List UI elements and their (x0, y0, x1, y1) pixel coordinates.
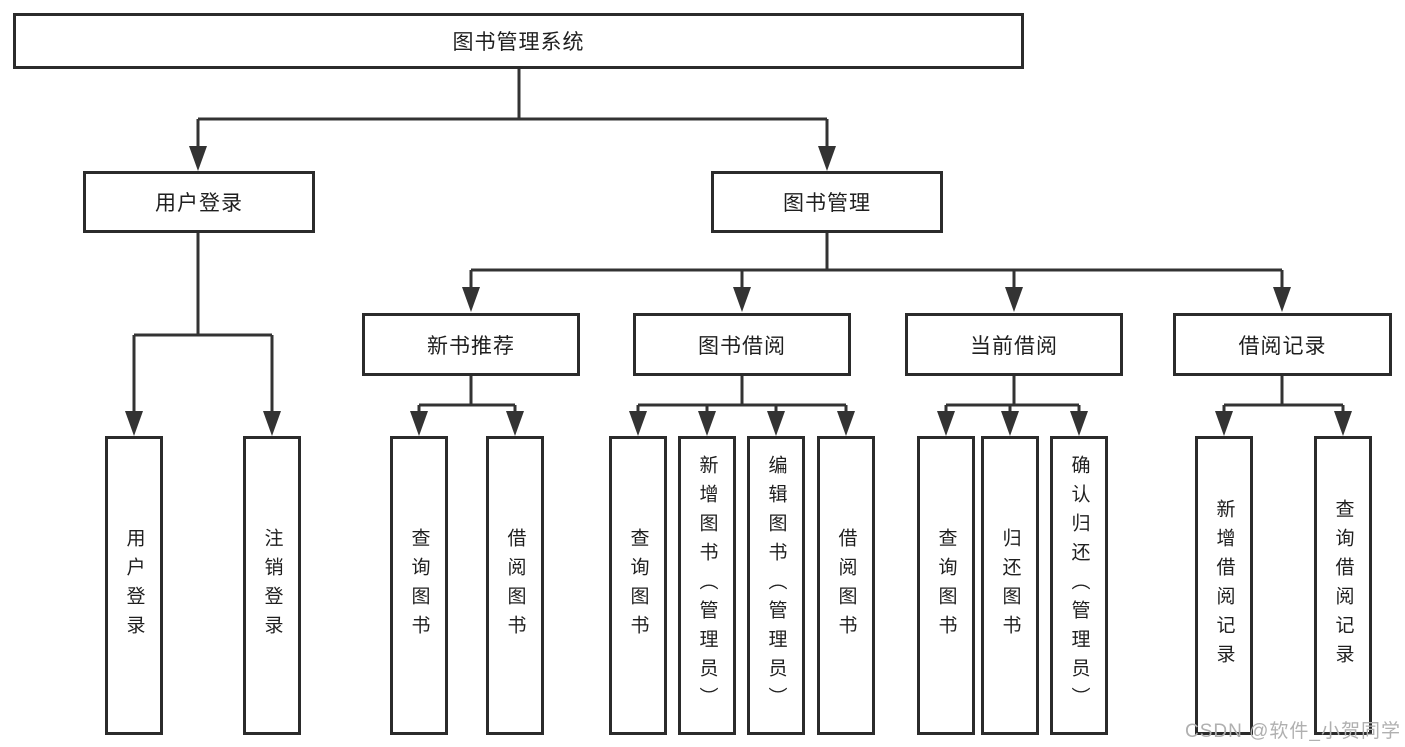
node-book-management: 图书管理 (711, 171, 943, 233)
leaf-add-books-admin: 新增图书（管理员） (678, 436, 736, 735)
leaf-label: 用户登录 (123, 527, 145, 644)
leaf-label: 查询图书 (408, 527, 430, 644)
leaf-user-login: 用户登录 (105, 436, 163, 735)
leaf-label: 借阅图书 (835, 527, 857, 644)
node-label: 新书推荐 (427, 334, 515, 358)
leaf-label: 新增借阅记录 (1213, 498, 1235, 673)
leaf-borrow-books-borrowing: 借阅图书 (817, 436, 875, 735)
node-label: 图书管理系统 (452, 31, 585, 54)
leaf-label: 确认归还（管理员） (1068, 455, 1090, 716)
leaf-label: 借阅图书 (504, 527, 526, 644)
node-label: 借阅记录 (1238, 334, 1327, 358)
node-new-book-recommend: 新书推荐 (362, 313, 580, 376)
leaf-query-borrow-record: 查询借阅记录 (1314, 436, 1372, 735)
leaf-add-borrow-record: 新增借阅记录 (1195, 436, 1253, 735)
leaf-borrow-books-recommend: 借阅图书 (486, 436, 544, 735)
tree-branch-lines (134, 69, 1343, 407)
node-library-management-system: 图书管理系统 (13, 13, 1024, 69)
node-current-borrowing: 当前借阅 (905, 313, 1123, 376)
arrowheads (125, 119, 1352, 436)
leaf-label: 查询借阅记录 (1332, 498, 1354, 673)
leaf-edit-books-admin: 编辑图书（管理员） (747, 436, 805, 735)
leaf-confirm-return-admin: 确认归还（管理员） (1050, 436, 1108, 735)
node-book-borrowing: 图书借阅 (633, 313, 851, 376)
leaf-logout: 注销登录 (243, 436, 301, 735)
leaf-label: 新增图书（管理员） (696, 455, 718, 716)
node-label: 图书管理 (783, 192, 871, 215)
node-label: 当前借阅 (970, 334, 1058, 358)
node-label: 图书借阅 (698, 334, 786, 358)
leaf-query-books-borrowing: 查询图书 (609, 436, 667, 735)
leaf-label: 归还图书 (999, 527, 1021, 644)
node-label: 用户登录 (155, 192, 243, 215)
leaf-label: 编辑图书（管理员） (765, 455, 787, 716)
leaf-label: 注销登录 (261, 527, 283, 644)
node-user-login: 用户登录 (83, 171, 315, 233)
leaf-label: 查询图书 (627, 527, 649, 644)
csdn-watermark: CSDN @软件_小贺同学 (1185, 721, 1401, 742)
leaf-query-books-recommend: 查询图书 (390, 436, 448, 735)
leaf-return-books: 归还图书 (981, 436, 1039, 735)
node-borrowing-records: 借阅记录 (1173, 313, 1392, 376)
leaf-query-books-current: 查询图书 (917, 436, 975, 735)
leaf-label: 查询图书 (935, 527, 957, 644)
